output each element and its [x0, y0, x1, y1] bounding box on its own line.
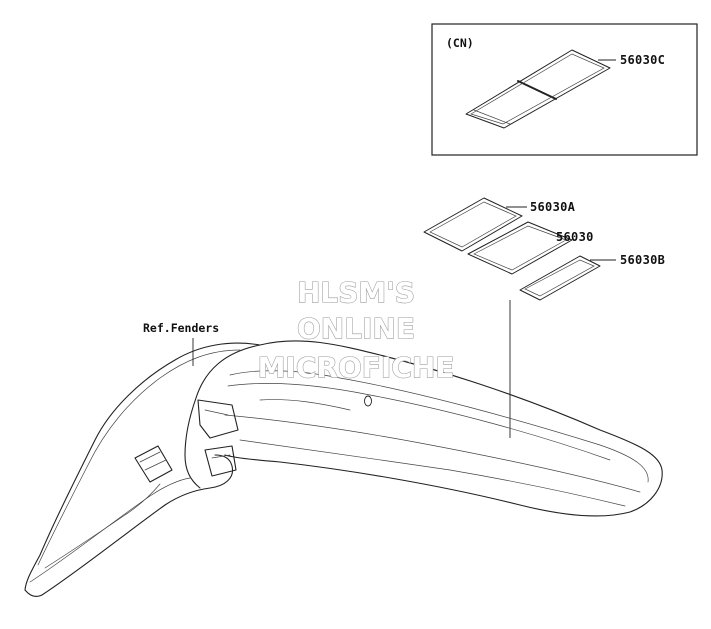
label-56030B: 56030B	[620, 253, 665, 267]
decal-56030A	[423, 197, 523, 252]
watermark-line2: ONLINE	[297, 312, 415, 345]
watermark-line1: HLSM'S	[297, 276, 415, 309]
inset-box: (CN) 56030C	[431, 23, 698, 156]
decal-56030B	[519, 255, 601, 301]
inset-tag: (CN)	[446, 36, 474, 50]
decal-56030	[467, 221, 573, 275]
label-56030A: 56030A	[530, 200, 576, 214]
label-56030: 56030	[556, 230, 594, 244]
label-56030C: 56030C	[620, 53, 665, 67]
rear-fender	[24, 340, 663, 597]
decal-56030C	[465, 49, 611, 129]
watermark: HLSM'S ONLINE MICROFICHE	[257, 275, 455, 384]
label-ref-fenders: Ref.Fenders	[143, 321, 219, 335]
watermark-line3: MICROFICHE	[258, 351, 455, 384]
